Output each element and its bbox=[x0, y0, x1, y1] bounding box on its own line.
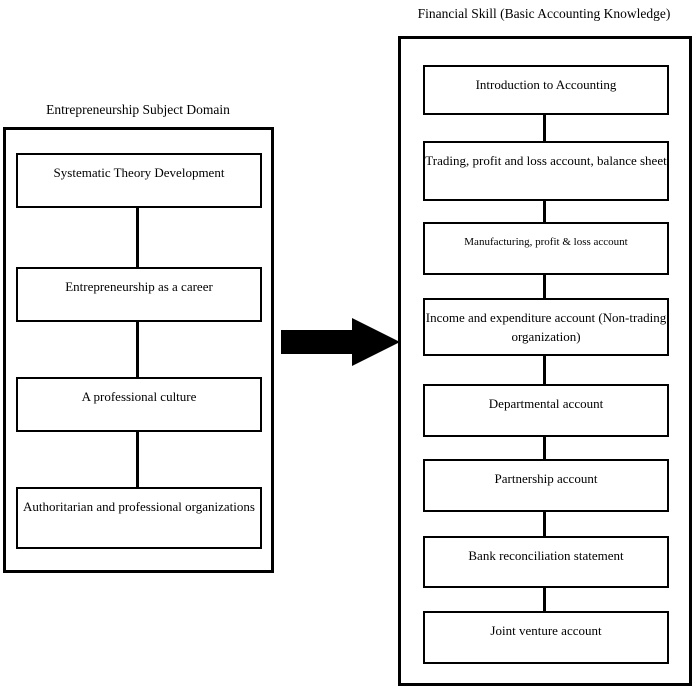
left-connector-1-2 bbox=[136, 208, 139, 235]
financial-skill-panel: Introduction to Accounting Trading, prof… bbox=[398, 36, 692, 686]
right-node-bank-reconciliation-statement[interactable]: Bank reconciliation statement bbox=[423, 536, 669, 588]
left-node-systematic-theory-development[interactable]: Systematic Theory Development bbox=[16, 153, 262, 208]
entrepreneurship-subject-domain-panel: Systematic Theory Development Entreprene… bbox=[3, 127, 274, 573]
right-node-departmental-account[interactable]: Departmental account bbox=[423, 384, 669, 437]
right-node-trading-profit-loss-balance-sheet[interactable]: Trading, profit and loss account, balanc… bbox=[423, 141, 669, 201]
right-connector-5-6 bbox=[543, 437, 546, 459]
left-connector-2-3 bbox=[136, 322, 139, 377]
right-connector-2-3 bbox=[543, 201, 546, 222]
right-node-joint-venture-account[interactable]: Joint venture account bbox=[423, 611, 669, 664]
right-connector-6-7 bbox=[543, 512, 546, 536]
right-node-income-and-expenditure-account[interactable]: Income and expenditure account (Non-trad… bbox=[423, 298, 669, 356]
right-connector-4-5 bbox=[543, 356, 546, 384]
left-connector-3-4 bbox=[136, 432, 139, 487]
right-connector-1-2 bbox=[543, 115, 546, 141]
left-node-authoritarian-and-professional-organizations[interactable]: Authoritarian and professional organizat… bbox=[16, 487, 262, 549]
right-connector-7-8 bbox=[543, 588, 546, 611]
right-node-introduction-to-accounting[interactable]: Introduction to Accounting bbox=[423, 65, 669, 115]
left-node-a-professional-culture[interactable]: A professional culture bbox=[16, 377, 262, 432]
left-connector-1-2b bbox=[136, 235, 139, 267]
right-node-manufacturing-profit-loss-account[interactable]: Manufacturing, profit & loss account bbox=[423, 222, 669, 275]
left-panel-title: Entrepreneurship Subject Domain bbox=[46, 102, 230, 117]
right-node-partnership-account[interactable]: Partnership account bbox=[423, 459, 669, 512]
right-panel-title: Financial Skill (Basic Accounting Knowle… bbox=[417, 6, 671, 21]
flow-arrow-icon bbox=[281, 318, 400, 366]
left-node-entrepreneurship-as-a-career[interactable]: Entrepreneurship as a career bbox=[16, 267, 262, 322]
right-connector-3-4 bbox=[543, 275, 546, 298]
